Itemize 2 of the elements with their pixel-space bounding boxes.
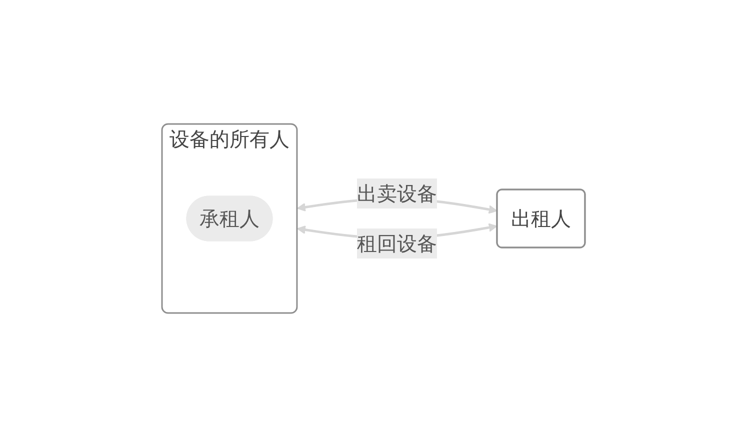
- edge-label: 租回设备: [356, 232, 436, 256]
- edge-label: 出卖设备: [356, 182, 436, 206]
